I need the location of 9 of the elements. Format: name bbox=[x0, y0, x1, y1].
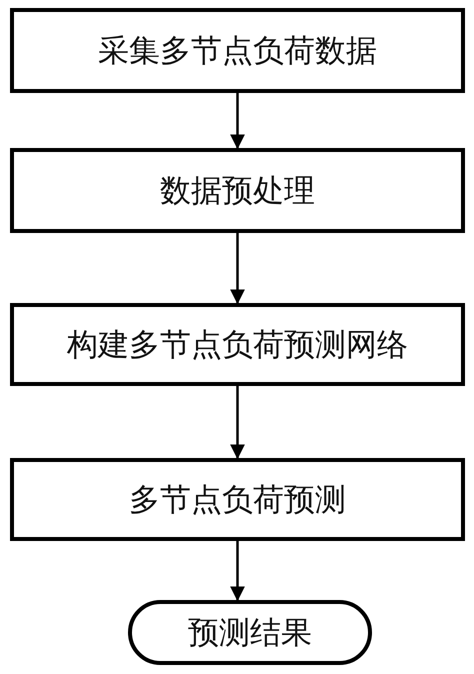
process-box: 多节点负荷预测 bbox=[10, 458, 465, 541]
arrow bbox=[230, 93, 245, 150]
arrow bbox=[230, 541, 245, 602]
arrow bbox=[230, 386, 245, 460]
arrow bbox=[230, 233, 245, 304]
process-box: 采集多节点负荷数据 bbox=[10, 8, 465, 93]
process-box: 数据预处理 bbox=[10, 148, 465, 233]
process-box: 构建多节点负荷预测网络 bbox=[10, 303, 465, 386]
terminal-box: 预测结果 bbox=[128, 600, 372, 665]
